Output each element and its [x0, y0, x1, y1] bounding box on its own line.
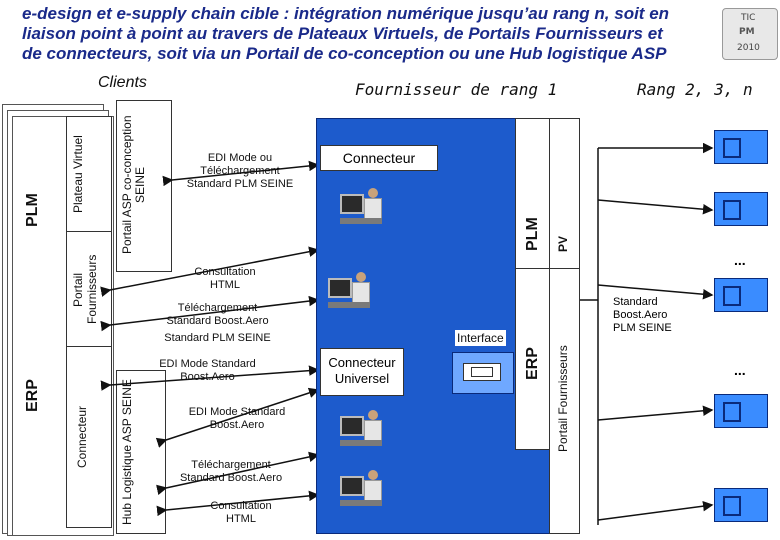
- plateau-virtuel-box: Plateau Virtuel: [66, 116, 112, 233]
- supplier-erp-label: ERP: [524, 347, 541, 381]
- supplier-pv-label: PV: [556, 236, 570, 253]
- page-title: e-design et e-supply chain cible : intég…: [22, 4, 712, 64]
- standard-plm-label: Standard PLM SEINE: [164, 332, 271, 344]
- supplier-erp-box: ERP: [515, 268, 551, 450]
- clients-header: Clients: [98, 74, 147, 91]
- arrow-edi-boost-2: [155, 387, 320, 448]
- rank-supplier-icon: [714, 488, 768, 522]
- logo-mid: PM: [739, 27, 755, 37]
- supplier-portail-box: Portail Fournisseurs: [549, 268, 580, 534]
- supplier-portail-label: Portail Fournisseurs: [556, 345, 570, 453]
- supplier-pv-box: PV: [549, 118, 580, 270]
- interface-icon: [452, 352, 514, 394]
- title-line-1: e-design et e-supply chain cible : intég…: [22, 4, 670, 23]
- arrow-edi-plm: [162, 160, 320, 187]
- rank-supplier-icon: [714, 278, 768, 312]
- interface-label: Interface: [455, 330, 506, 346]
- ellipsis-1: ...: [734, 252, 746, 268]
- tic-pme-logo: TIC PM 2010: [722, 8, 778, 60]
- standard-right-label: Standard Boost.Aero PLM SEINE: [613, 296, 691, 335]
- workstation-icon: [340, 410, 384, 450]
- connecteur-top: Connecteur: [320, 145, 438, 171]
- arrow-consultation-html: [100, 246, 320, 297]
- arrow-edi-boost-1: [100, 365, 320, 391]
- title-line-3: de connecteurs, soit via un Portail de c…: [22, 44, 667, 63]
- arrow-right-5: [597, 500, 714, 521]
- logo-bottom: 2010: [737, 43, 760, 53]
- arrow-right-4: [597, 405, 714, 421]
- fournisseur-header: Fournisseur de rang 1: [355, 80, 558, 99]
- workstation-icon: [340, 470, 384, 510]
- rang-header: Rang 2, 3, n: [637, 80, 753, 99]
- workstation-icon: [340, 188, 384, 228]
- arrow-right-2: [597, 199, 714, 215]
- arrow-consultation-2: [156, 490, 320, 517]
- arrow-telechargement: [100, 295, 320, 332]
- rank-supplier-icon: [714, 394, 768, 428]
- ellipsis-2: ...: [734, 362, 746, 378]
- arrow-right-3: [597, 284, 714, 300]
- title-line-2: liaison point à point au travers de Plat…: [22, 24, 663, 43]
- rank-supplier-icon: [714, 130, 768, 164]
- arrow-telechargement-2: [156, 451, 320, 496]
- connecteur-universel: Connecteur Universel: [320, 348, 404, 396]
- workstation-icon: [328, 272, 372, 312]
- supplier-plm-box: PLM: [515, 118, 551, 270]
- supplier-plm-label: PLM: [524, 217, 541, 251]
- rank-supplier-icon: [714, 192, 768, 226]
- logo-top: TIC: [741, 13, 756, 23]
